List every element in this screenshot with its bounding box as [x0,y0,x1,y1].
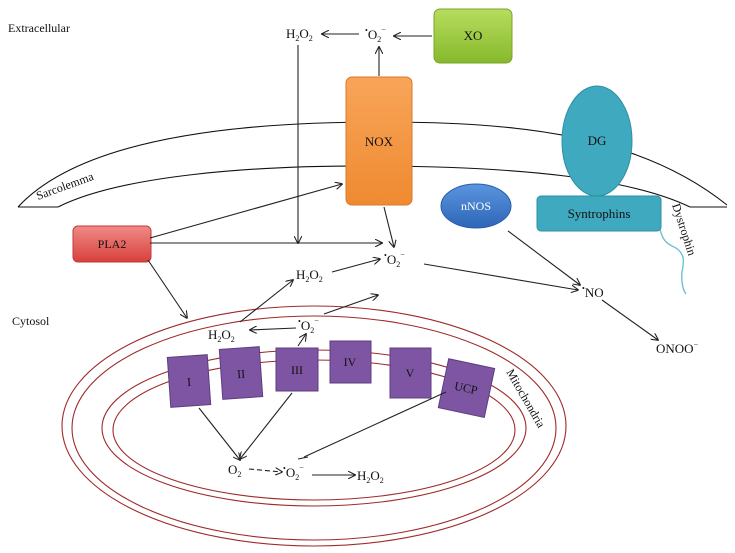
nox-label: NOX [365,134,394,149]
arrow-superoxide-to-no [423,263,578,290]
ucp: UCP [437,358,496,419]
dystrophin-strand [655,217,687,295]
superoxide-mito-intermembrane: •O2− [298,316,319,335]
pla2-box [72,225,152,263]
complex-ii-box [218,346,264,400]
arrow-mito-superoxide-to-h2o2 [250,328,297,330]
syntrophins-box [536,195,662,232]
mito-outer-membrane-2 [71,315,557,541]
peroxynitrite: ONOO− [656,340,699,356]
arrow-h2o2-to-superoxide-cytosol [331,259,380,273]
arrow-pla2-to-nox [149,184,342,239]
complex-v-box [389,347,432,399]
arrow-mito-superoxide-to-cytosol [323,295,378,315]
sarcolemma-label: Sarcolemma [34,169,96,203]
nnos-label: nNOS [461,199,491,213]
superoxide-cytosol: •O2− [384,250,405,269]
h2o2-matrix: H2O2 [357,468,384,485]
arrow-complex-i-to-oxygen [198,407,240,460]
extracellular-label: Extracellular [8,21,70,35]
dg-label: DG [588,133,607,148]
nnos-protein [440,183,512,229]
arrow-oxygen-to-superoxide-dashed [248,469,282,472]
arrow-complex-iii-to-superoxide [297,334,306,347]
h2o2-extracellular: H2O2 [286,26,313,43]
ucp-inhibition-bar [297,456,309,460]
complex-v-label: V [406,366,415,380]
dystrophin-label: Dystrophin [669,202,699,258]
ucp-box [437,358,496,419]
arrow-complex-iii-to-oxygen [240,392,293,459]
complex-ii-label: II [237,367,246,382]
nox-box [345,76,413,206]
mito-outer-membrane-1 [61,305,567,547]
h2o2-mito-intermembrane: H2O2 [208,327,235,344]
arrow-pla2-to-mitochondria [147,259,187,318]
complex-i: I [166,354,212,408]
arrow-no-to-peroxynitrite [601,299,658,340]
complex-iv-label: IV [344,355,357,369]
pla2-label: PLA2 [98,237,127,251]
complex-iii-box [275,347,319,392]
complex-iii-label: III [291,363,303,377]
ucp-to-superoxide-connector [303,391,447,458]
h2o2-cytosol: H2O2 [296,267,323,284]
superoxide-matrix: •O2− [283,463,304,482]
cytosol-label: Cytosol [12,314,50,328]
nitric-oxide: •NO [582,284,604,300]
arrow-nnos-to-no [507,230,580,285]
oxygen-matrix: O2 [228,462,241,479]
mitochondria [61,305,567,547]
syntrophins-label: Syntrophins [568,206,631,221]
complex-iv-box [329,340,372,384]
complex-i-label: I [187,375,192,389]
ucp-label: UCP [453,379,479,398]
complex-ii: II [218,346,264,400]
arrow-nox-to-cytosolic-superoxide [383,206,394,247]
superoxide-extracellular: •O2− [365,25,386,44]
arrow-mito-h2o2-to-cytosol [239,280,293,323]
xo-box [433,8,513,64]
complex-i-box [166,354,212,408]
xo-label: XO [464,28,483,43]
